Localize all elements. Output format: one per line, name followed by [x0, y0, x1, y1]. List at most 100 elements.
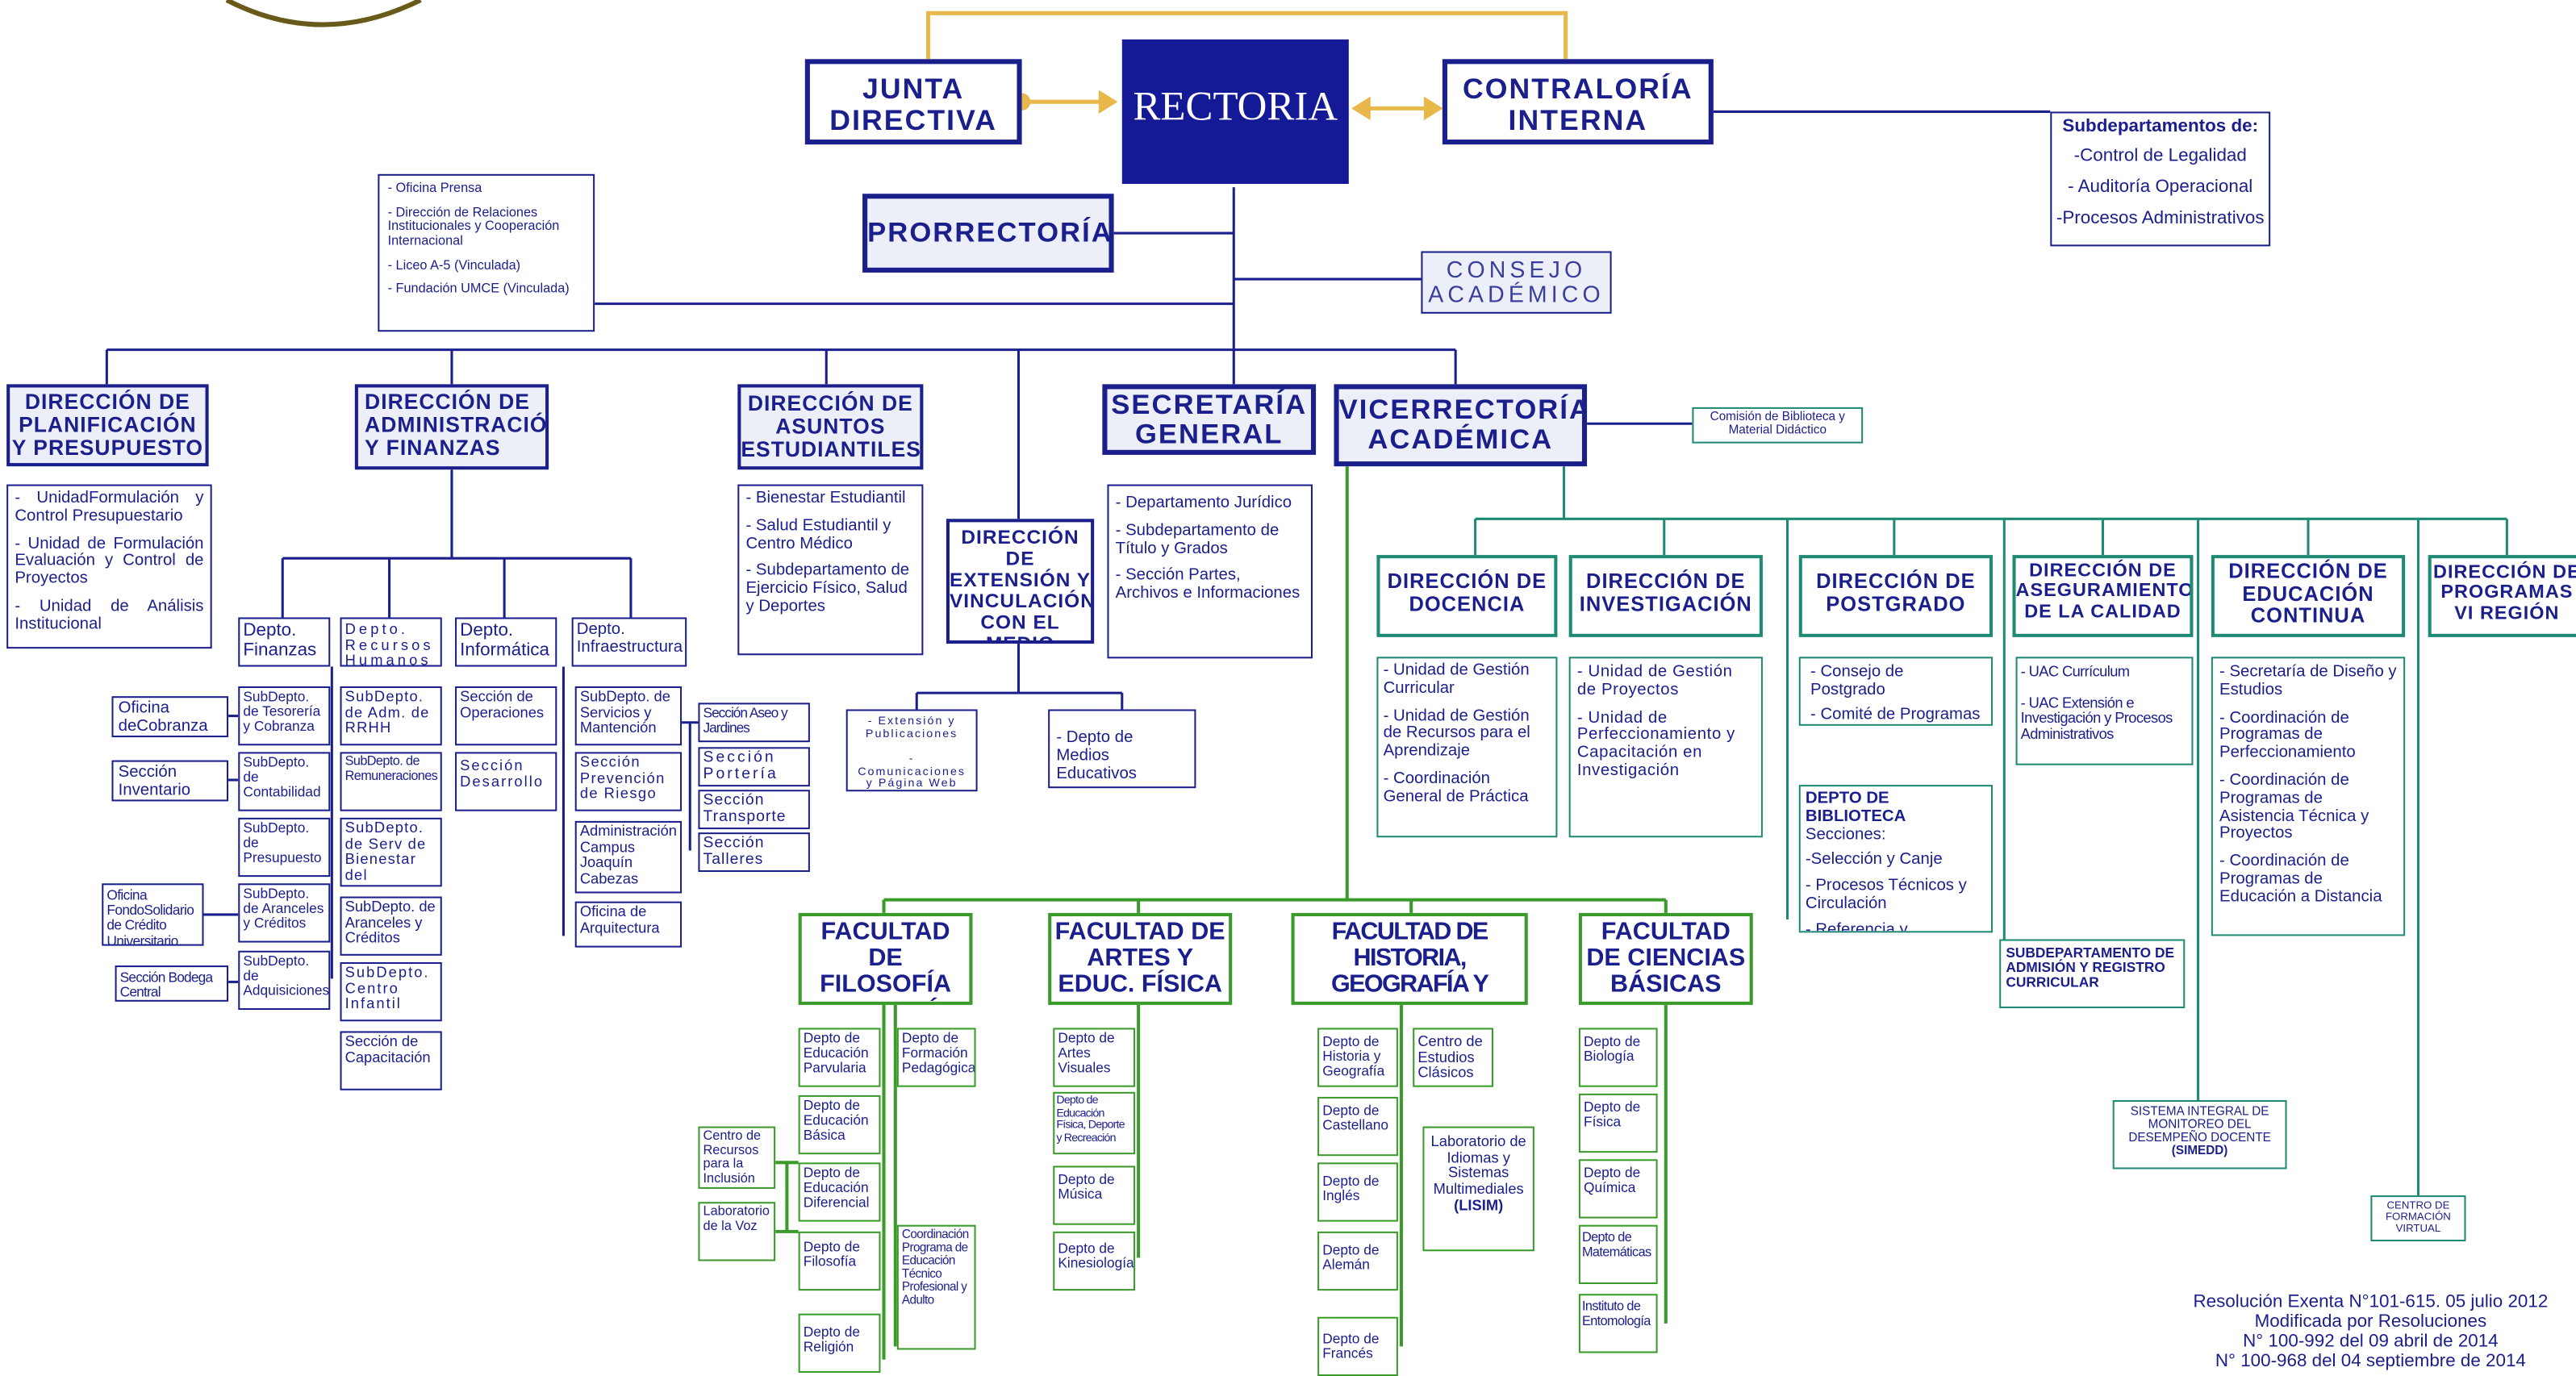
- depto-educacion-fisica[interactable]: Depto de Educación Física, Deporte y Rec…: [1053, 1091, 1136, 1155]
- seccion-desarrollo[interactable]: Sección Desarrollo: [455, 752, 557, 811]
- postgrado-item[interactable]: - Consejo de Postgrado: [1810, 663, 1904, 699]
- facultad-artes-box[interactable]: FACULTAD DE ARTES Y EDUC. FÍSICA: [1048, 912, 1233, 1005]
- continua-item[interactable]: - Coordinación de Programas de Perfeccio…: [2219, 708, 2356, 762]
- seccion-transporte[interactable]: Sección Transporte: [698, 790, 810, 830]
- docencia-item[interactable]: - Unidad de Gestión Curricular: [1383, 661, 1530, 698]
- subdepto-adm-rrhh[interactable]: SubDepto. de Adm. de RRHH: [340, 686, 442, 746]
- dir-planificacion-box[interactable]: DIRECCIÓN DE PLANIFICACIÓN Y PRESUPUESTO: [6, 384, 209, 467]
- depto-finanzas[interactable]: Depto. Finanzas: [238, 617, 331, 667]
- continua-item[interactable]: - Secretaría de Diseño y Estudios: [2219, 663, 2397, 699]
- asuntos-item[interactable]: - Salud Estudiantil y Centro Médico: [745, 516, 891, 553]
- subdepto-centro-infantil[interactable]: SubDepto. Centro Infantil: [340, 961, 442, 1022]
- centro-estudios-clasicos[interactable]: Centro de Estudios Clásicos: [1413, 1028, 1493, 1087]
- asuntos-item[interactable]: - Bienestar Estudiantil: [745, 489, 906, 508]
- depto-musica[interactable]: Depto de Música: [1053, 1165, 1136, 1225]
- asuntos-item[interactable]: - Subdepartamento de Ejercicio Físico, S…: [745, 562, 910, 616]
- dir-postgrado-box[interactable]: DIRECCIÓN DE POSTGRADO: [1798, 555, 1994, 637]
- depto-medios-educativos[interactable]: - Depto de Medios Educativos: [1048, 709, 1196, 789]
- rectoria-box[interactable]: RECTORIA: [1121, 39, 1349, 185]
- depto-religion[interactable]: Depto de Religión: [798, 1313, 881, 1373]
- depto-diferencial[interactable]: Depto de Educación Diferencial: [798, 1162, 881, 1222]
- plan-item[interactable]: - Unidad de Análisis Institucional: [15, 597, 204, 634]
- depto-ingles[interactable]: Depto de Inglés: [1317, 1162, 1398, 1222]
- subdepto-aranceles[interactable]: SubDepto. de Aranceles y Créditos: [238, 883, 331, 943]
- continua-item[interactable]: - Coordinación de Programas de Educación…: [2219, 852, 2382, 907]
- subdept-item[interactable]: -Control de Legalidad: [2073, 145, 2247, 166]
- subdepto-contabilidad[interactable]: SubDepto. de Contabilidad: [238, 752, 331, 811]
- depto-basica[interactable]: Depto de Educación Básica: [798, 1095, 881, 1155]
- consejo-academico-box[interactable]: CONSEJO ACADÉMICO: [1421, 251, 1612, 314]
- depto-aleman[interactable]: Depto de Alemán: [1317, 1231, 1398, 1291]
- staff-item[interactable]: - Dirección de Relaciones Institucionale…: [387, 204, 560, 248]
- depto-filosofia[interactable]: Depto de Filosofía: [798, 1231, 881, 1291]
- seccion-capacitacion[interactable]: Sección de Capacitación: [340, 1031, 442, 1090]
- seccion-aseo[interactable]: Sección Aseo y Jardines: [698, 703, 810, 743]
- investigacion-item[interactable]: - Unidad de Perfeccionamiento y Capacita…: [1576, 708, 1735, 780]
- depto-historia[interactable]: Depto de Historia y Geografía: [1317, 1028, 1398, 1087]
- depto-formacion-pedagogica[interactable]: Depto de Formación Pedagógica: [896, 1028, 976, 1087]
- secretaria-item[interactable]: - Subdepartamento de Título y Grados: [1115, 521, 1280, 558]
- subdepto-tesoreria[interactable]: SubDepto. de Tesorería y Cobranza: [238, 686, 331, 746]
- seccion-operaciones[interactable]: Sección de Operaciones: [455, 686, 557, 746]
- seccion-inventario[interactable]: Sección Inventario: [111, 760, 229, 802]
- comision-biblioteca[interactable]: Comisión de Biblioteca y Material Didáct…: [1692, 407, 1864, 444]
- secretaria-item[interactable]: - Sección Partes, Archivos e Informacion…: [1115, 567, 1301, 603]
- dir-investigacion-box[interactable]: DIRECCIÓN DE INVESTIGACIÓN: [1568, 555, 1763, 637]
- administracion-campus[interactable]: Administración Campus Joaquín Cabezas: [574, 820, 683, 894]
- seccion-porteria[interactable]: Sección Portería: [698, 747, 810, 787]
- secretaria-box[interactable]: SECRETARÍA GENERAL: [1102, 384, 1317, 455]
- facultad-filosofia-box[interactable]: FACULTAD DE FILOSOFÍA EDUCACIÓN: [798, 912, 973, 1005]
- depto-artes-visuales[interactable]: Depto de Artes Visuales: [1053, 1028, 1136, 1087]
- prorrectoria-box[interactable]: PRORRECTORÍA: [862, 194, 1114, 273]
- dir-administracion-box[interactable]: DIRECCIÓN DE ADMINISTRACIÓN Y FINANZAS: [354, 384, 549, 470]
- docencia-item[interactable]: - Coordinación General de Práctica: [1383, 769, 1529, 807]
- dir-asuntos-box[interactable]: DIRECCIÓN DE ASUNTOS ESTUDIANTILES: [737, 384, 924, 470]
- depto-biblioteca[interactable]: DEPTO DE BIBLIOTECA Secciones: -Selecció…: [1798, 785, 1994, 933]
- calidad-item[interactable]: - UAC Extensión e Investigación y Proces…: [2020, 694, 2173, 743]
- subdepto-admision[interactable]: SUBDEPARTAMENTO DE ADMISIÓN Y REGISTRO C…: [1999, 939, 2186, 1008]
- subdepto-remuneraciones[interactable]: SubDepto. de Remuneraciones: [340, 752, 442, 811]
- plan-item[interactable]: - UnidadFormulación y Control Presupuest…: [15, 489, 204, 526]
- contraloria-box[interactable]: CONTRALORÍA INTERNA: [1442, 59, 1714, 145]
- subdepto-servicios[interactable]: SubDepto. de Servicios y Mantención: [574, 686, 683, 746]
- subdept-item[interactable]: -Procesos Administrativos: [2056, 207, 2265, 228]
- calidad-item[interactable]: - UAC Currículum: [2020, 663, 2130, 680]
- subdepto-bienestar[interactable]: SubDepto. de Serv de Bienestar del Perso…: [340, 817, 442, 887]
- depto-kinesiologia[interactable]: Depto de Kinesiología: [1053, 1231, 1136, 1291]
- docencia-item[interactable]: - Unidad de Gestión de Recursos para el …: [1383, 707, 1530, 761]
- oficina-cobranza[interactable]: Oficina deCobranza: [111, 696, 229, 738]
- centro-recursos-inclusion[interactable]: Centro de Recursos para la Inclusión: [698, 1126, 776, 1189]
- dir-docencia-box[interactable]: DIRECCIÓN DE DOCENCIA: [1376, 555, 1558, 637]
- seccion-prevencion[interactable]: Sección Prevención de Riesgo: [574, 752, 683, 811]
- dir-extension-box[interactable]: DIRECCIÓN DE EXTENSIÓN Y VINCULACIÓN CON…: [946, 519, 1095, 644]
- depto-fisica[interactable]: Depto de Física: [1578, 1093, 1658, 1153]
- oficina-arquitectura[interactable]: Oficina de Arquitectura: [574, 901, 683, 948]
- vicerrectoria-box[interactable]: VICERRECTORÍA ACADÉMICA: [1334, 384, 1588, 467]
- continua-item[interactable]: - Coordinación de Programas de Asistenci…: [2219, 771, 2369, 844]
- depto-rrhh[interactable]: Depto. Recursos Humanos: [340, 617, 442, 667]
- dir-programas-box[interactable]: DIRECCIÓN DE PROGRAMAS VI REGIÓN: [2428, 555, 2576, 637]
- centro-virtual-box[interactable]: CENTRO DE FORMACIÓN VIRTUAL: [2370, 1195, 2466, 1242]
- instituto-entomologia[interactable]: Instituto de Entomología: [1578, 1294, 1658, 1353]
- staff-item[interactable]: - Oficina Prensa: [387, 180, 482, 196]
- depto-infraestructura[interactable]: Depto. Infraestructura: [571, 617, 687, 667]
- subdepto-adquisiciones[interactable]: SubDepto. de Adquisiciones: [238, 950, 331, 1011]
- depto-informatica[interactable]: Depto. Informática: [455, 617, 557, 667]
- simedd-box[interactable]: SISTEMA INTEGRAL DE MONITOREO DEL DESEMP…: [2112, 1099, 2287, 1170]
- dir-continua-box[interactable]: DIRECCIÓN DE EDUCACIÓN CONTINUA: [2211, 555, 2406, 637]
- depto-quimica[interactable]: Depto de Química: [1578, 1159, 1658, 1219]
- laboratorio-lisim[interactable]: Laboratorio de Idiomas y Sistemas Multim…: [1422, 1126, 1534, 1252]
- subdept-item[interactable]: - Auditoría Operacional: [2068, 177, 2253, 197]
- secretaria-item[interactable]: - Departamento Jurídico: [1115, 494, 1292, 513]
- depto-biologia[interactable]: Depto de Biología: [1578, 1028, 1658, 1087]
- staff-item[interactable]: - Fundación UMCE (Vinculada): [387, 281, 570, 296]
- depto-frances[interactable]: Depto de Francés: [1317, 1316, 1398, 1376]
- subdepto-presupuesto[interactable]: SubDepto. de Presupuesto: [238, 817, 331, 878]
- postgrado-item[interactable]: - Comité de Programas: [1810, 705, 1981, 723]
- facultad-historia-box[interactable]: FACULTAD DE HISTORIA, GEOGRAFÍA Y LETRAS: [1291, 912, 1528, 1005]
- coordinacion-tecnico-profesional[interactable]: Coordinación Programa de Educación Técni…: [896, 1224, 976, 1350]
- extension-publicaciones[interactable]: - Extensión y Publicaciones - Comunicaci…: [845, 709, 978, 792]
- plan-item[interactable]: - Unidad de Formulación Evaluación y Con…: [15, 534, 204, 589]
- seccion-talleres[interactable]: Sección Talleres: [698, 832, 810, 873]
- seccion-bodega-central[interactable]: Sección Bodega Central: [115, 965, 229, 1002]
